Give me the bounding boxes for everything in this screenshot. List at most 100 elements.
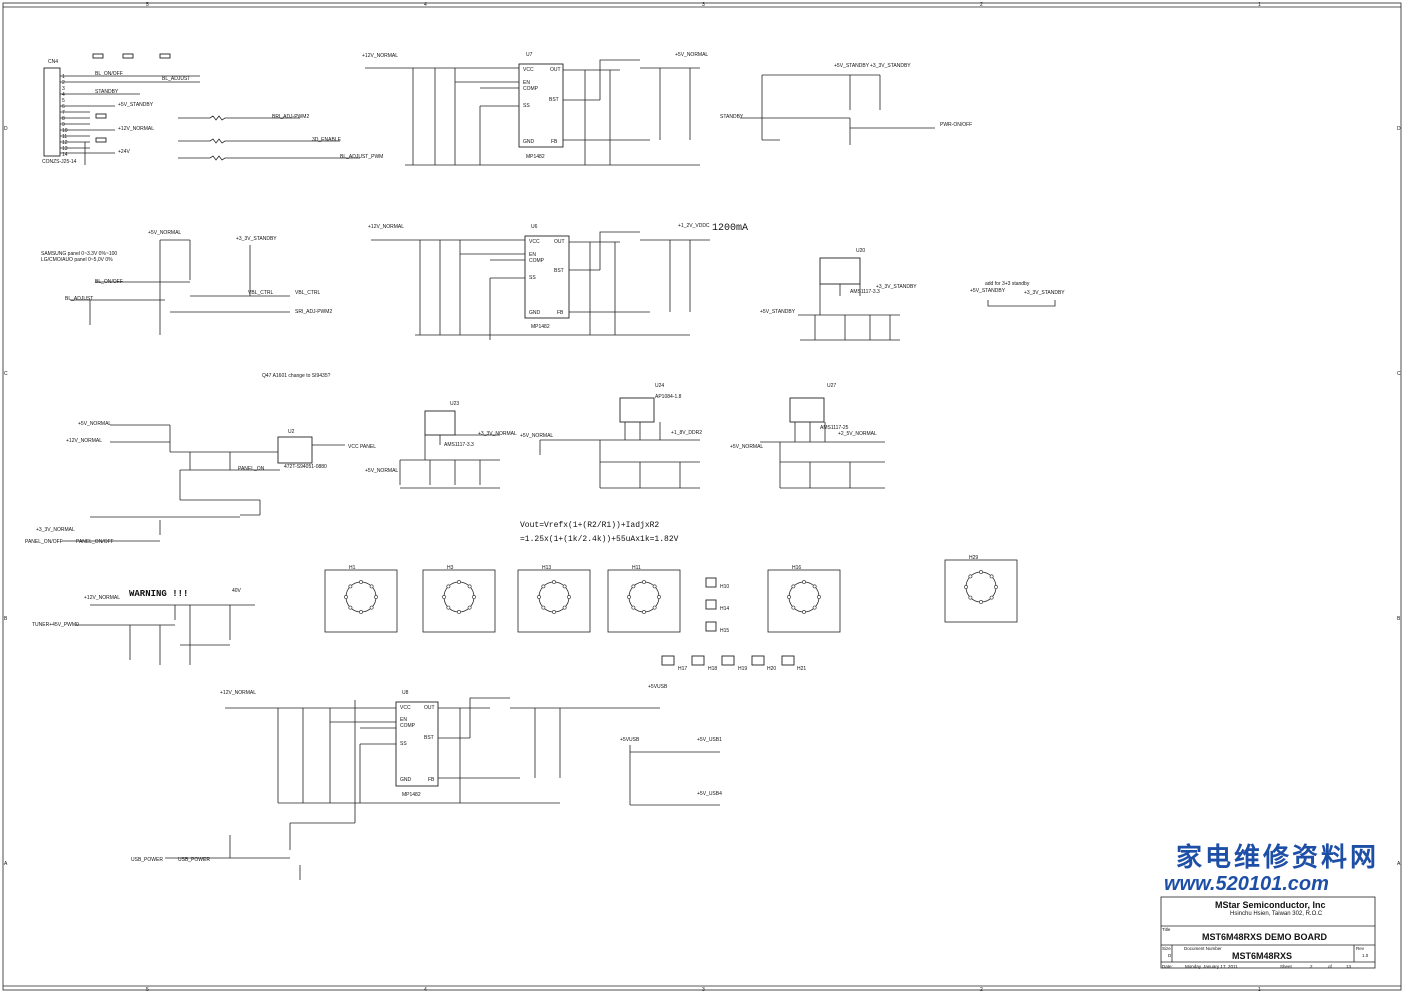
mounting-hole-pad xyxy=(968,574,973,579)
svg-text:FB: FB xyxy=(551,139,558,145)
svg-text:VBL_CTRL: VBL_CTRL xyxy=(295,290,321,296)
border-col-3-bottom: 3 xyxy=(702,987,705,993)
mounting-hole-pad xyxy=(567,595,571,599)
svg-text:BL_ADJUST: BL_ADJUST xyxy=(162,76,190,82)
cn4-pin-number: 5 xyxy=(62,98,65,104)
svg-text:PANEL_ON/OFF: PANEL_ON/OFF xyxy=(25,539,63,545)
border-col-5: 5 xyxy=(146,2,149,8)
mounting-hole-pad xyxy=(348,605,353,610)
test-holes-row: H17 H18 H19 H20 H21 H10 H14 H15 xyxy=(661,577,806,672)
mounting-hole-label: H13 xyxy=(542,565,551,571)
usb-power-switch: USB_POWER USB_POWER xyxy=(131,700,356,880)
svg-text:VCC: VCC xyxy=(529,239,540,245)
mounting-hole-pad xyxy=(642,610,646,614)
svg-text:VCC: VCC xyxy=(400,705,411,711)
svg-text:FB: FB xyxy=(557,310,564,316)
mounting-hole-pad xyxy=(374,595,378,599)
svg-text:LG/CMO/AUO panel 0~5,0V 0%: LG/CMO/AUO panel 0~5,0V 0% xyxy=(41,257,113,263)
svg-text:+12V_NORMAL: +12V_NORMAL xyxy=(66,438,102,444)
mounting-hole-frame xyxy=(944,559,1018,623)
svg-text:PANEL_ON: PANEL_ON xyxy=(238,466,265,472)
mounting-hole-frame xyxy=(607,569,681,633)
cn4-pin-number: 13 xyxy=(62,146,68,152)
svg-text:AMS1117-3.3: AMS1117-3.3 xyxy=(850,289,880,295)
svg-text:U24: U24 xyxy=(655,383,664,389)
svg-text:BL_ADJUST: BL_ADJUST xyxy=(65,296,93,302)
standby-switch-block: +5V_STANDBY +3_3V_STANDBY STANDBY PWR-ON… xyxy=(720,63,972,145)
svg-text:H18: H18 xyxy=(708,666,717,672)
border-col-4-bottom: 4 xyxy=(424,987,427,993)
mounting-hole-pad xyxy=(541,605,546,610)
mounting-hole-label: H11 xyxy=(632,565,641,571)
svg-text:SS: SS xyxy=(400,741,407,747)
svg-text:Vout=Vrefx(1+(R2/R1))+IadjxR2: Vout=Vrefx(1+(R2/R1))+IadjxR2 xyxy=(520,521,659,530)
cn4-pin-number: 7 xyxy=(62,110,65,116)
svg-text:Q47 A1601 change to SI9435?: Q47 A1601 change to SI9435? xyxy=(262,373,331,379)
mounting-hole-pad xyxy=(467,605,472,610)
svg-text:+5V_USB1: +5V_USB1 xyxy=(697,737,722,743)
mounting-hole-pad xyxy=(964,585,968,589)
svg-text:U23: U23 xyxy=(450,401,459,407)
cn4-pin-number: 11 xyxy=(62,134,67,140)
svg-text:H15: H15 xyxy=(720,628,729,634)
u23-regulator: U23 AMS1117-3.3 +3_3V_NORMAL +5V_NORMAL xyxy=(365,401,517,489)
border-col-3: 3 xyxy=(702,2,705,8)
border-col-2-bottom: 2 xyxy=(980,987,983,993)
svg-text:CN4: CN4 xyxy=(48,59,58,65)
border-col-4: 4 xyxy=(424,2,427,8)
svg-text:add for 3+3 standby: add for 3+3 standby xyxy=(985,281,1030,287)
svg-text:=1.25x(1+(1k/2.4k))+55uAx1k=1.: =1.25x(1+(1k/2.4k))+55uAx1k=1.82V xyxy=(520,535,679,544)
svg-text:VCC PANEL: VCC PANEL xyxy=(348,444,376,450)
mounting-hole-pad xyxy=(552,580,556,584)
svg-text:H17: H17 xyxy=(678,666,687,672)
mounting-hole-pad xyxy=(446,605,451,610)
svg-text:+5V_NORMAL: +5V_NORMAL xyxy=(148,230,181,236)
mounting-hole-pad xyxy=(812,605,817,610)
mounting-hole-pad xyxy=(359,610,363,614)
svg-text:AMS1117-3.3: AMS1117-3.3 xyxy=(444,442,474,448)
svg-text:+12V_NORMAL: +12V_NORMAL xyxy=(220,690,256,696)
panel-power-switch: Q47 A1601 change to SI9435? +5V_NORMAL +… xyxy=(25,373,376,545)
svg-text:U20: U20 xyxy=(856,248,865,254)
svg-text:1.0: 1.0 xyxy=(1362,953,1369,958)
border-row-c-right: C xyxy=(1397,371,1401,377)
cn4-pin-number: 8 xyxy=(62,116,65,122)
svg-text:U6: U6 xyxy=(531,224,538,230)
u8-buck-converter: +12V_NORMAL U8 VCC EN COMP SS GND OUT BS… xyxy=(220,684,722,806)
mounting-hole-pad xyxy=(344,595,348,599)
mounting-hole-pad xyxy=(562,605,567,610)
svg-text:+12V_NORMAL: +12V_NORMAL xyxy=(84,595,120,601)
mounting-hole-pad xyxy=(979,570,983,574)
svg-text:U8: U8 xyxy=(402,690,409,696)
svg-text:40V: 40V xyxy=(232,588,242,594)
svg-text:+12V_NORMAL: +12V_NORMAL xyxy=(362,53,398,59)
mounting-hole-pad xyxy=(979,600,983,604)
svg-text:BRI_ADJ-PWM2: BRI_ADJ-PWM2 xyxy=(272,114,309,120)
cn4-pin-number: 9 xyxy=(62,122,65,128)
svg-text:+5V_STANDBY: +5V_STANDBY xyxy=(970,288,1006,294)
border-row-a-right: A xyxy=(1397,861,1401,867)
svg-text:+3_3V_STANDBY: +3_3V_STANDBY xyxy=(870,63,911,69)
mounting-hole-pad xyxy=(989,595,994,600)
svg-text:472T-S94051-0880: 472T-S94051-0880 xyxy=(284,464,327,470)
svg-text:+3_3V_NORMAL: +3_3V_NORMAL xyxy=(36,527,75,533)
mounting-hole-pad xyxy=(657,595,661,599)
svg-text:Title: Title xyxy=(1162,927,1171,932)
svg-text:+5V_NORMAL: +5V_NORMAL xyxy=(730,444,763,450)
svg-text:EN: EN xyxy=(523,80,530,86)
mounting-hole-frame xyxy=(767,569,841,633)
border-row-d-right: D xyxy=(1397,126,1401,132)
svg-text:COMP: COMP xyxy=(523,86,539,92)
mounting-hole-pad xyxy=(446,584,451,589)
u24-regulator: U24 AP1084-1.8 +5V_NORMAL +1_8V_DDR2 xyxy=(520,383,702,489)
svg-text:VBL_CTRL: VBL_CTRL xyxy=(248,290,274,296)
svg-text:+1_2V_VDDC: +1_2V_VDDC xyxy=(678,223,710,229)
svg-text:+5V_USB4: +5V_USB4 xyxy=(697,791,722,797)
svg-text:+2_5V_NORMAL: +2_5V_NORMAL xyxy=(838,431,877,437)
svg-text:Date:: Date: xyxy=(1162,964,1173,969)
mounting-hole-pad xyxy=(631,584,636,589)
svg-text:PWR-ON/OFF: PWR-ON/OFF xyxy=(940,122,972,128)
svg-text:PANEL_ON/OFF: PANEL_ON/OFF xyxy=(76,539,114,545)
svg-text:+3_3V_NORMAL: +3_3V_NORMAL xyxy=(478,431,517,437)
